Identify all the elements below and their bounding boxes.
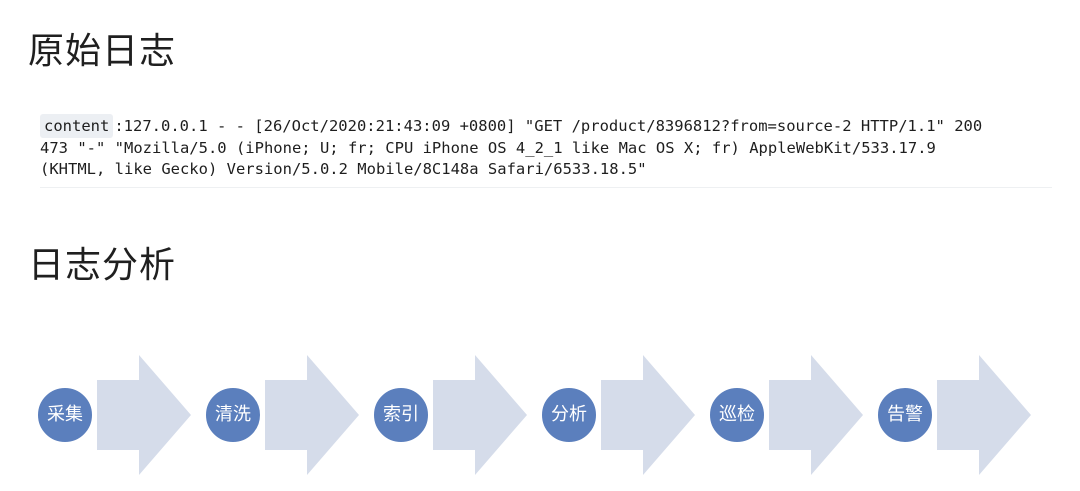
raw-log-block: content:127.0.0.1 - - [26/Oct/2020:21:43… [40, 114, 1052, 180]
log-divider [40, 187, 1052, 188]
flow-step-3: 索引 [371, 385, 431, 445]
log-key-chip: content [40, 114, 114, 138]
log-line-3: (KHTML, like Gecko) Version/5.0.2 Mobile… [40, 160, 647, 178]
log-line-1-text: :127.0.0.1 - - [26/Oct/2020:21:43:09 +08… [114, 117, 983, 135]
log-line-1: content:127.0.0.1 - - [26/Oct/2020:21:43… [40, 114, 1052, 138]
raw-log-heading: 原始日志 [28, 31, 177, 72]
log-line-2: 473 "-" "Mozilla/5.0 (iPhone; U; fr; CPU… [40, 139, 936, 157]
flow-arrow-1 [97, 355, 191, 475]
flow-step-2: 清洗 [203, 385, 263, 445]
flow-arrow-6 [937, 355, 1031, 475]
flow-arrow-5 [769, 355, 863, 475]
flow-step-5: 巡检 [707, 385, 767, 445]
flow-step-1: 采集 [35, 385, 95, 445]
flow-step-4: 分析 [539, 385, 599, 445]
process-flow: 采集 清洗 索引 分析 巡检 告警 [0, 340, 1080, 490]
log-analysis-heading: 日志分析 [28, 245, 177, 286]
flow-arrow-2 [265, 355, 359, 475]
process-flow-arrows [97, 355, 1031, 475]
flow-arrow-4 [601, 355, 695, 475]
flow-arrow-3 [433, 355, 527, 475]
flow-step-6: 告警 [875, 385, 935, 445]
